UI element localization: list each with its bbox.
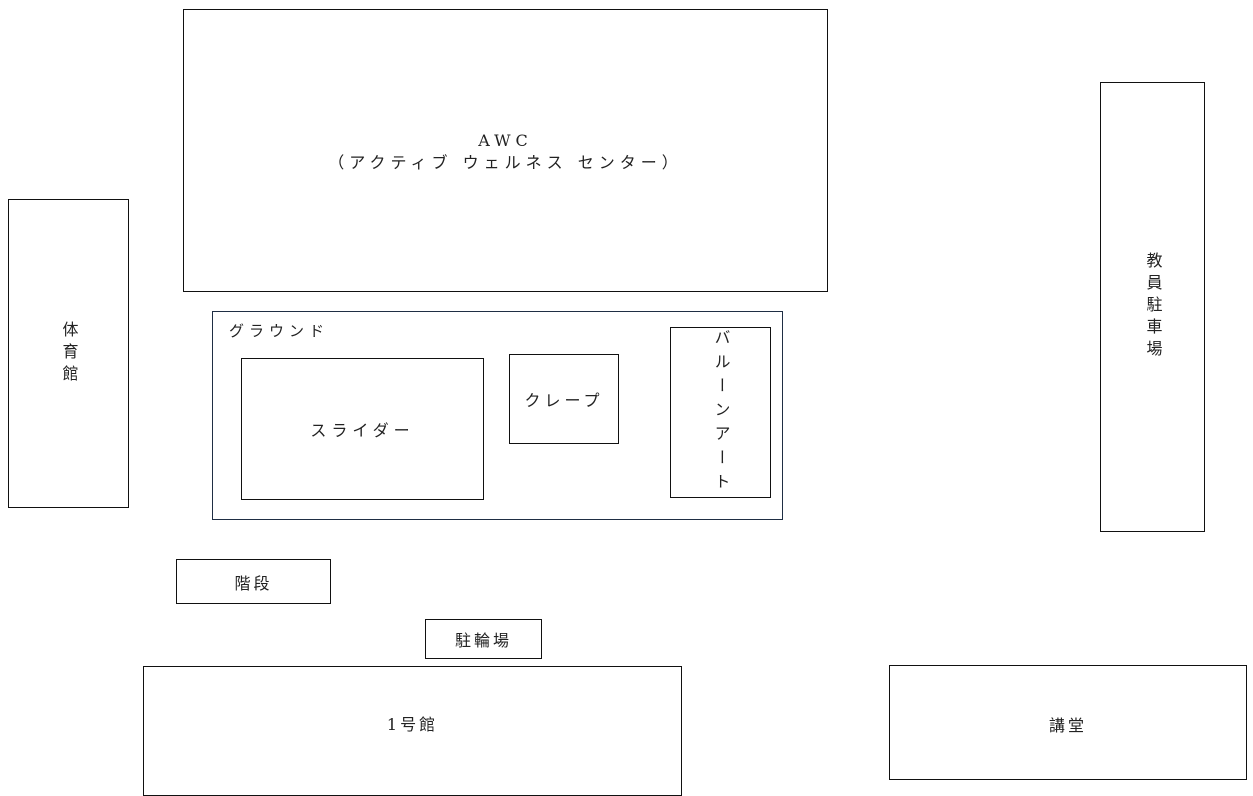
stairs: 階段: [176, 559, 331, 604]
awc-title: AWC: [478, 131, 533, 150]
balloon-art-booth: バルーンアート: [670, 327, 771, 498]
crepe-booth: クレープ: [509, 354, 619, 444]
gymnasium-building: 体育館: [8, 199, 129, 508]
slider-label: スライダー: [310, 421, 415, 440]
auditorium-label: 講堂: [1048, 716, 1087, 735]
bicycle-parking: 駐輪場: [425, 619, 542, 659]
awc-building: AWC （アクティブ ウェルネス センター）: [183, 9, 828, 292]
bicycle-parking-label: 駐輪場: [454, 631, 512, 650]
stairs-label: 階段: [234, 573, 273, 593]
staff-parking-label: 教員駐車場: [1143, 252, 1163, 362]
staff-parking-label-wrap: 教員駐車場: [1101, 83, 1204, 531]
slider-booth: スライダー: [241, 358, 484, 500]
auditorium-building: 講堂: [889, 665, 1247, 780]
gymnasium-label-wrap: 体育館: [9, 200, 128, 507]
ground-label: グラウンド: [229, 322, 330, 340]
awc-label: AWC （アクティブ ウェルネス センター）: [184, 130, 827, 174]
balloon-art-label: バルーンアート: [711, 328, 731, 497]
building-1-label: 1号館: [386, 715, 439, 734]
building-1: 1号館: [143, 666, 682, 796]
gymnasium-label: 体育館: [59, 320, 79, 387]
awc-subtitle: （アクティブ ウェルネス センター）: [328, 153, 683, 172]
staff-parking-area: 教員駐車場: [1100, 82, 1205, 532]
crepe-label: クレープ: [524, 391, 604, 410]
